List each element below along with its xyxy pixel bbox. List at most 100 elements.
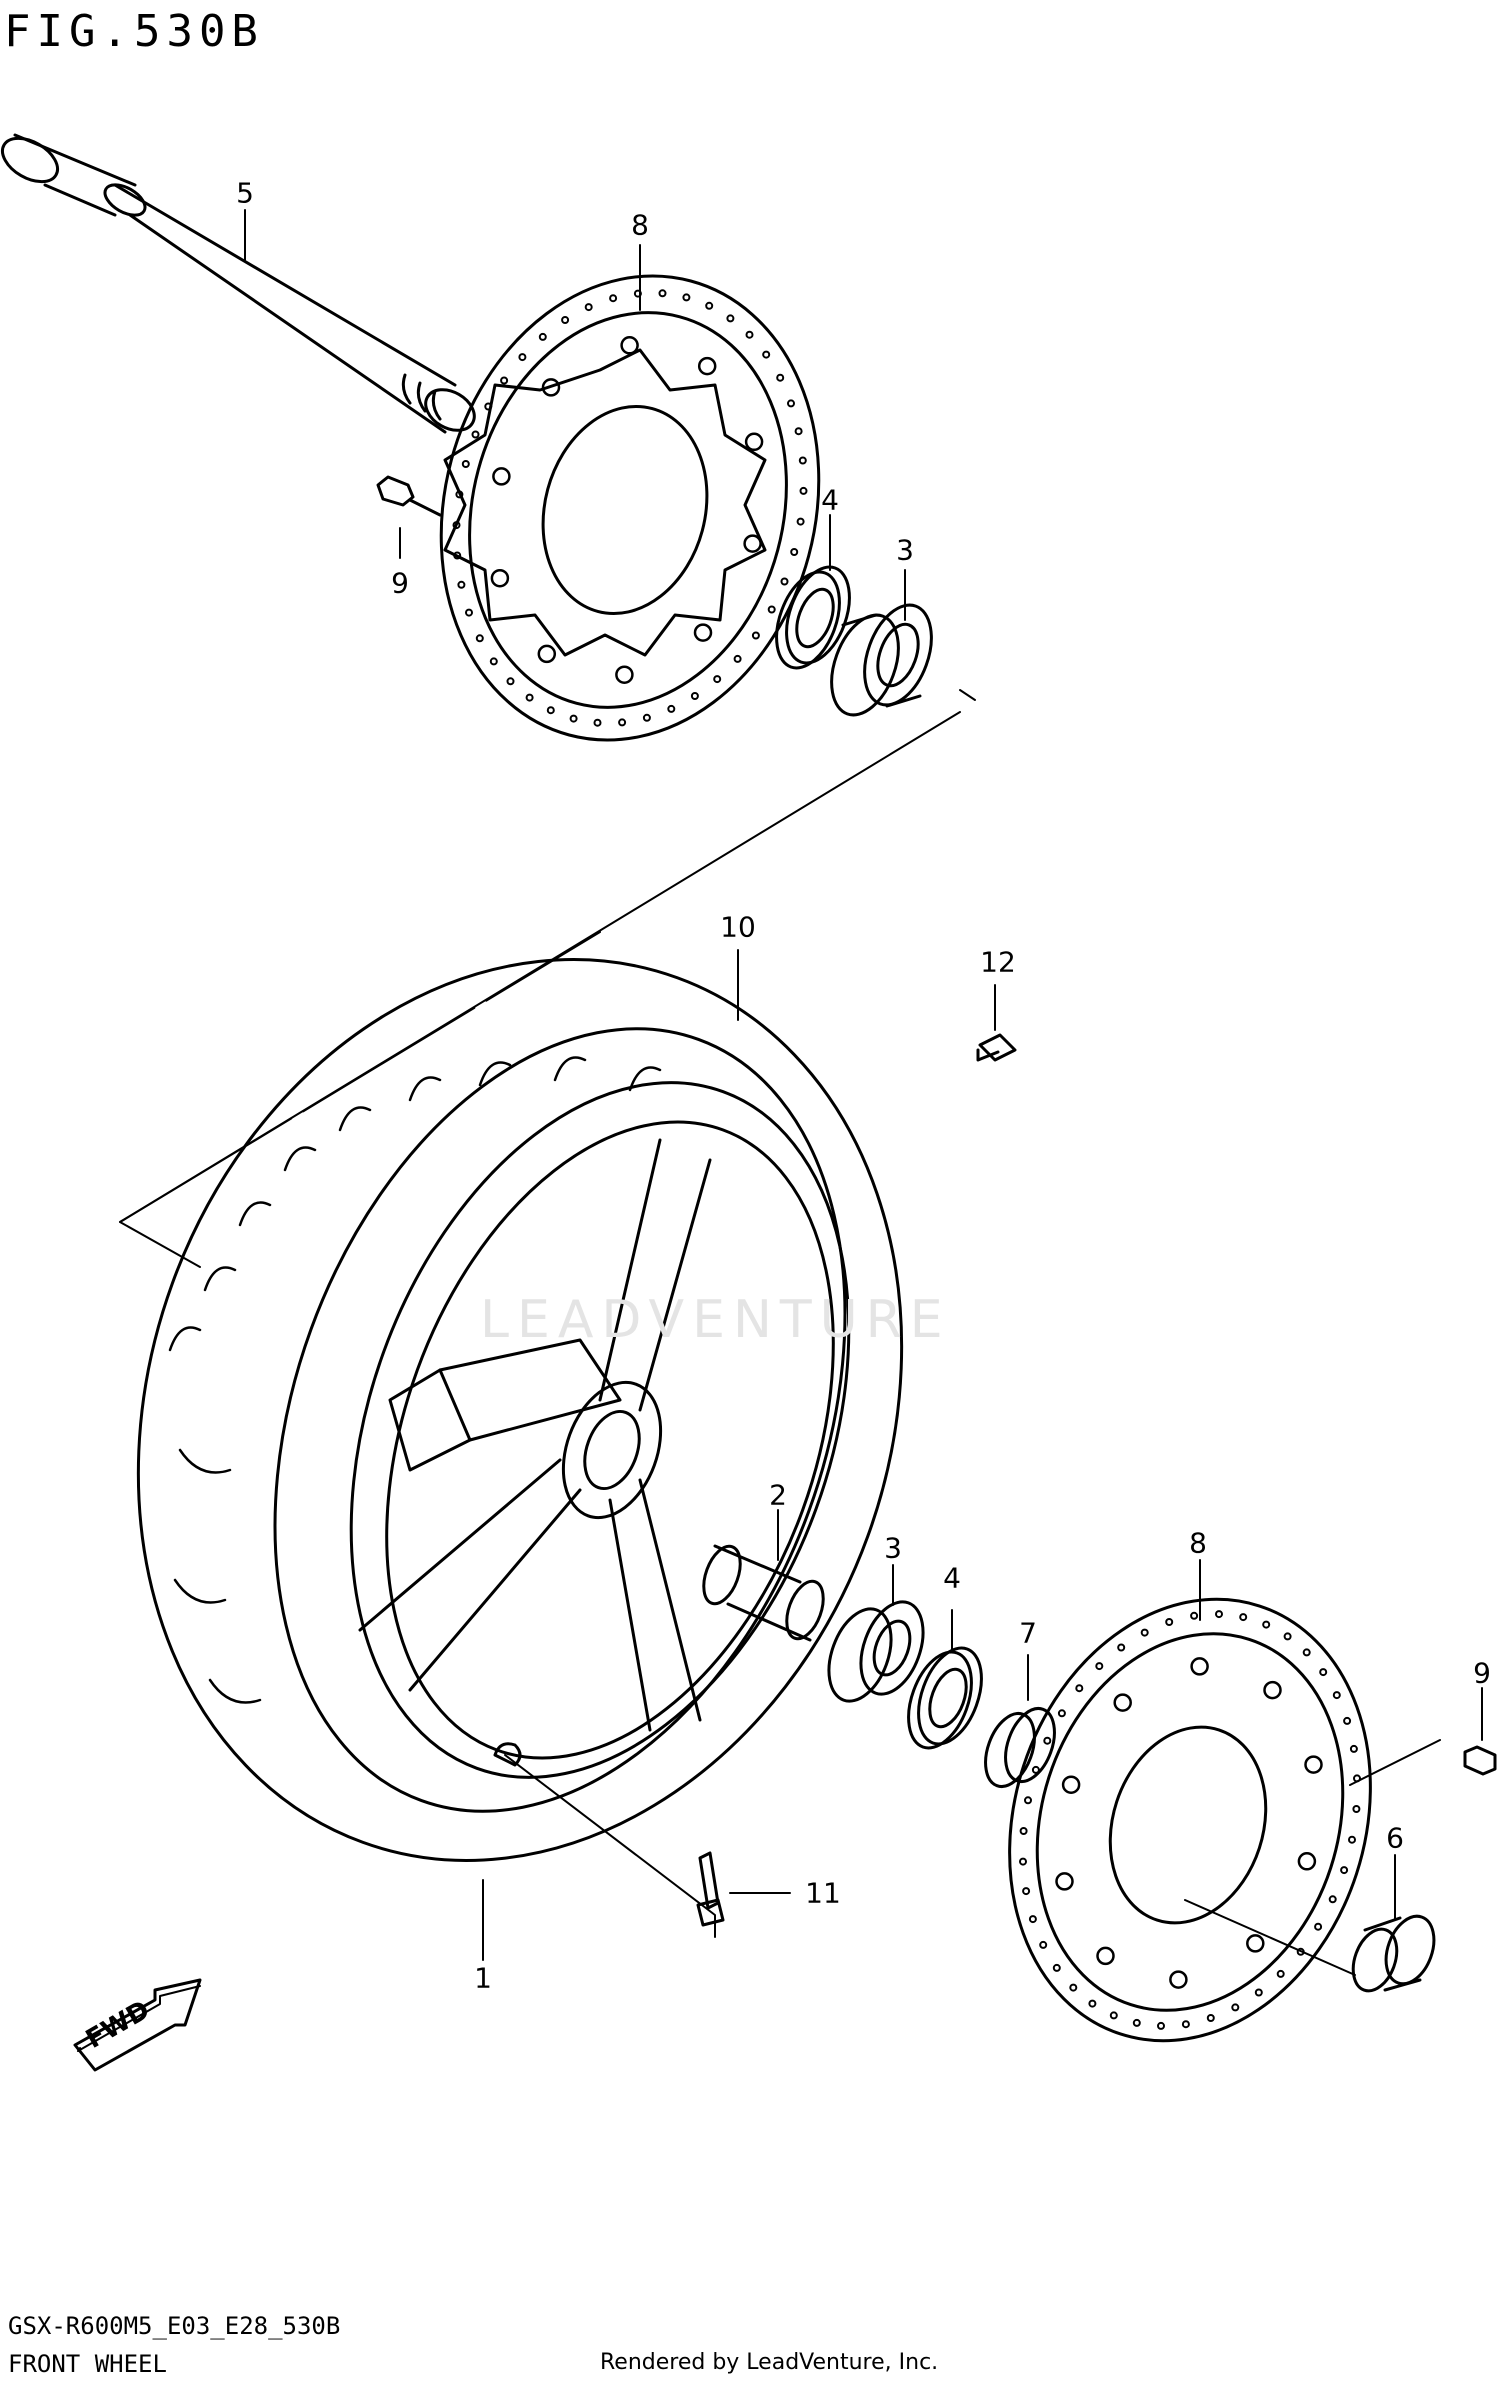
- figure-title: FIG.530B: [4, 6, 264, 57]
- disc-rivet: [1190, 1657, 1209, 1676]
- disc-drill-hole: [1215, 1610, 1223, 1619]
- disc-bolt-lower: [1463, 1745, 1497, 1776]
- callout-6[interactable]: 6: [1386, 1821, 1404, 1855]
- disc-drill-hole: [1069, 1983, 1078, 1992]
- disc-drill-hole: [787, 399, 795, 408]
- disc-rivet: [492, 467, 511, 486]
- disc-drill-hole: [1206, 2014, 1215, 2022]
- tire: [136, 958, 904, 1862]
- callout-9-upper[interactable]: 9: [391, 566, 409, 600]
- disc-drill-hole: [1190, 1611, 1199, 1620]
- disc-drill-hole: [1095, 1662, 1104, 1671]
- disc-drill-hole: [1328, 1895, 1337, 1904]
- disc-drill-hole: [1024, 1796, 1032, 1805]
- disc-drill-hole: [1181, 2020, 1190, 2029]
- disc-rivet: [490, 568, 510, 588]
- disc-drill-hole: [618, 718, 627, 727]
- disc-drill-hole: [518, 353, 527, 362]
- disc-drill-hole: [1340, 1866, 1349, 1875]
- callout-8-upper[interactable]: 8: [631, 208, 649, 242]
- disc-drill-hole: [1332, 1691, 1341, 1700]
- disc-drill-hole: [799, 486, 808, 495]
- callout-1[interactable]: 1: [474, 1961, 492, 1995]
- disc-drill-hole: [1239, 1613, 1248, 1622]
- disc-drill-hole: [609, 294, 618, 303]
- disc-drill-hole: [705, 301, 714, 310]
- disc-drill-hole: [584, 303, 593, 312]
- disc-drill-hole: [1157, 2021, 1165, 2030]
- disc-rivet: [1304, 1755, 1323, 1774]
- oil-seal-upper: [775, 565, 851, 670]
- callout-2[interactable]: 2: [769, 1478, 787, 1512]
- disc-rivet: [1297, 1852, 1317, 1871]
- brake-disc-upper: [439, 274, 821, 742]
- callout-3-upper[interactable]: 3: [896, 533, 914, 567]
- spacer: [702, 1544, 825, 1642]
- disc-drill-hole: [1343, 1716, 1352, 1725]
- callout-8-lower[interactable]: 8: [1189, 1526, 1207, 1560]
- disc-drill-hole: [1022, 1887, 1031, 1896]
- disc-drill-hole: [489, 657, 498, 666]
- axle-collar: [1351, 1914, 1436, 1993]
- disc-drill-hole: [658, 289, 667, 298]
- disc-drill-hole: [1349, 1744, 1358, 1753]
- forward-arrow-icon: [73, 1978, 202, 2072]
- disc-drill-hole: [1109, 2011, 1118, 2020]
- callout-10[interactable]: 10: [720, 910, 756, 944]
- callout-11[interactable]: 11: [805, 1876, 841, 1910]
- wheel-rim: [349, 1081, 851, 1779]
- callout-9-lower[interactable]: 9: [1473, 1656, 1491, 1690]
- disc-drill-hole: [1302, 1648, 1311, 1657]
- disc-drill-hole: [546, 706, 555, 715]
- disc-drill-hole: [500, 376, 509, 385]
- disc-drill-hole: [733, 654, 742, 663]
- disc-drill-hole: [798, 456, 807, 465]
- disc-rivet: [537, 644, 557, 664]
- disc-rivet: [1055, 1872, 1074, 1891]
- disc-drill-hole: [1031, 1765, 1040, 1774]
- disc-drill-hole: [1019, 1827, 1028, 1835]
- disc-rivet: [1263, 1680, 1282, 1700]
- disc-rivet: [541, 378, 561, 397]
- figure-subtitle: FRONT WHEEL: [8, 2350, 167, 2378]
- callout-12[interactable]: 12: [980, 945, 1016, 979]
- disc-drill-hole: [1254, 1988, 1263, 1997]
- disc-rivet: [1169, 1970, 1188, 1989]
- disc-drill-hole: [682, 293, 691, 302]
- callout-4-lower[interactable]: 4: [943, 1561, 961, 1595]
- disc-drill-hole: [471, 430, 480, 439]
- disc-drill-hole: [1132, 2018, 1141, 2027]
- callout-5[interactable]: 5: [236, 176, 254, 210]
- callout-4-upper[interactable]: 4: [821, 483, 839, 517]
- disc-drill-hole: [667, 704, 676, 713]
- callout-3-lower[interactable]: 3: [884, 1531, 902, 1565]
- callout-7[interactable]: 7: [1019, 1616, 1037, 1650]
- disc-drill-hole: [1039, 1940, 1048, 1949]
- disc-drill-hole: [776, 373, 785, 382]
- bearing-upper: [830, 603, 933, 717]
- disc-rivet: [1246, 1934, 1265, 1953]
- tire-valve: [696, 1851, 725, 1927]
- disc-drill-hole: [1052, 1963, 1061, 1972]
- disc-drill-hole: [1140, 1628, 1149, 1637]
- leader-lines: [244, 209, 1483, 1961]
- assembly-guide-lines: [119, 689, 1441, 1976]
- disc-drill-hole: [569, 714, 578, 723]
- disc-drill-hole: [767, 605, 776, 614]
- oil-seal-lower: [907, 1646, 983, 1750]
- disc-drill-hole: [465, 608, 473, 617]
- disc-drill-hole: [1019, 1857, 1027, 1866]
- disc-drill-hole: [1075, 1684, 1084, 1693]
- disc-drill-hole: [475, 634, 484, 643]
- disc-drill-hole: [1276, 1969, 1285, 1978]
- bearing-lower: [827, 1600, 925, 1703]
- disc-drill-hole: [726, 314, 735, 323]
- disc-rivet: [744, 432, 764, 452]
- disc-rivet: [615, 665, 634, 684]
- disc-rivet: [1061, 1775, 1081, 1794]
- disc-drill-hole: [1057, 1709, 1066, 1718]
- render-credit: Rendered by LeadVenture, Inc.: [600, 2350, 939, 2375]
- disc-drill-hole: [538, 332, 547, 341]
- disc-drill-hole: [751, 631, 760, 640]
